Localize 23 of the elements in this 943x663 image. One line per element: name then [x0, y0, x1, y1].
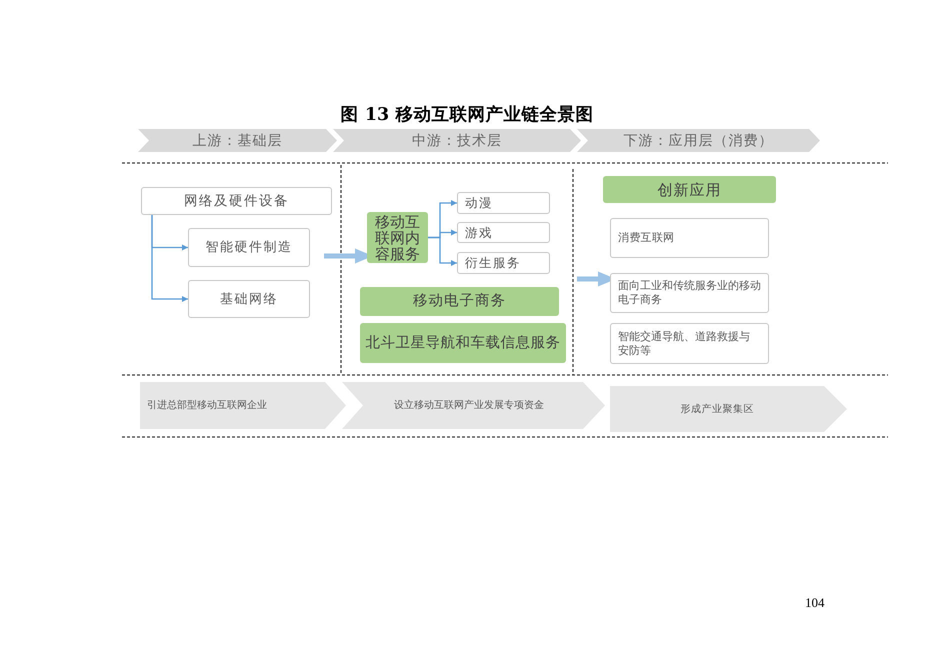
chevron-banner: 中游：技术层 [333, 129, 581, 152]
item-box: 面向工业和传统服务业的移动电子商务 [610, 273, 769, 313]
arrow [151, 215, 188, 302]
item-box: 游戏 [457, 222, 550, 243]
category-box: 北斗卫星导航和车载信息服务 [360, 323, 566, 363]
category-box: 移动互联网内容服务 [367, 212, 428, 263]
arrow [428, 236, 457, 266]
chevron-step: 引进总部型移动互联网企业 [140, 382, 346, 429]
chevron-step: 形成产业聚集区 [610, 386, 847, 432]
category-box: 移动电子商务 [360, 287, 559, 316]
category-box: 网络及硬件设备 [141, 187, 332, 215]
title: 图 13 移动互联网产业链全景图 [340, 104, 594, 126]
item-box: 基础网络 [188, 280, 310, 318]
item-box: 智能交通导航、道路救援与安防等 [610, 323, 769, 364]
chevron-banner: 下游：应用层（消费） [577, 129, 820, 152]
item-box: 消费互联网 [610, 218, 769, 258]
item-box: 智能硬件制造 [188, 228, 310, 267]
page-number: 104 [805, 595, 824, 611]
chevron-step: 设立移动互联网产业发展专项资金 [342, 382, 605, 429]
item-box: 动漫 [457, 192, 550, 214]
item-box: 衍生服务 [457, 252, 550, 274]
heading-box: 创新应用 [603, 176, 776, 203]
chevron-banner: 上游：基础层 [138, 129, 337, 152]
